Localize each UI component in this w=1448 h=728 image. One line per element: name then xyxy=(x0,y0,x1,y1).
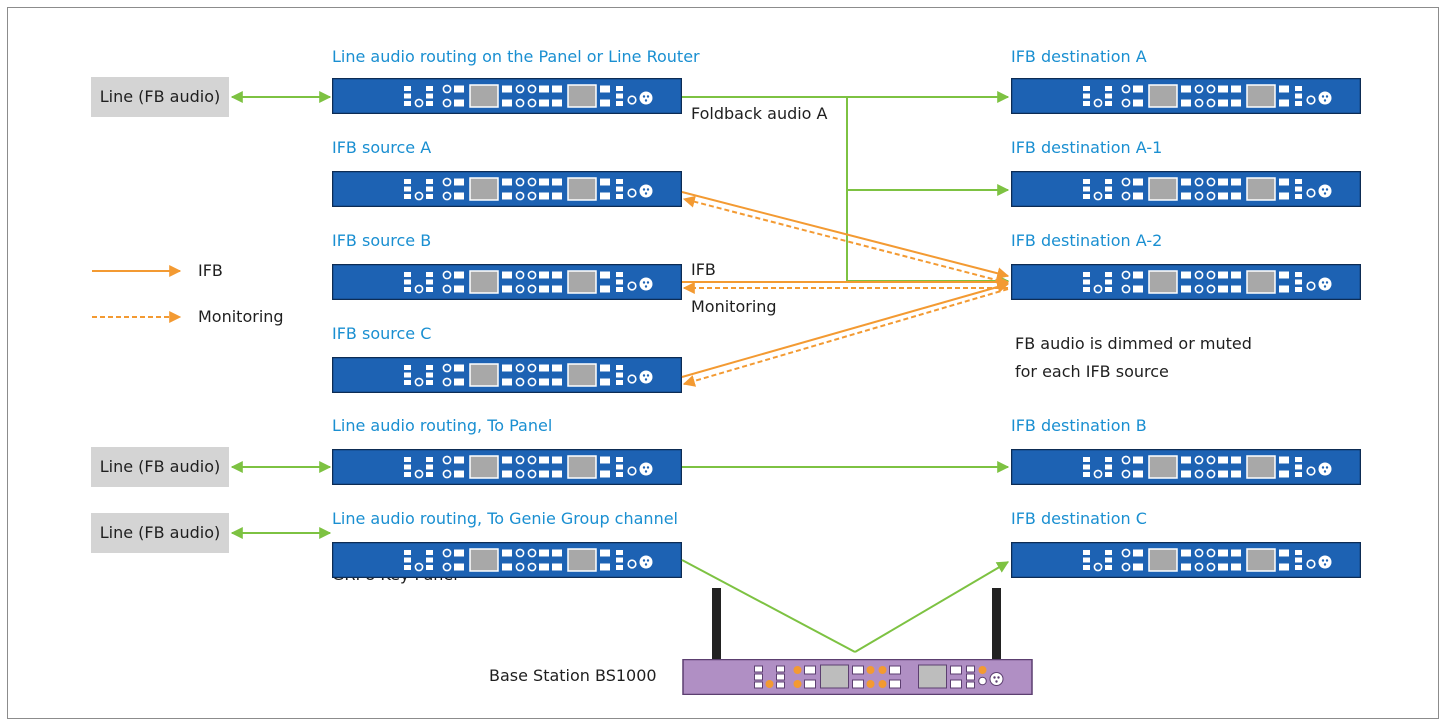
routing-to-panel-label: Line audio routing, To Panel xyxy=(332,416,553,435)
ifb-destination-c-device xyxy=(1011,542,1361,578)
genie-to-base-line xyxy=(681,559,856,653)
ifb-source-b-label: IFB source B xyxy=(332,231,432,250)
ifb-source-a-arrow xyxy=(681,191,1010,280)
legend-ifb-label: IFB xyxy=(198,261,223,280)
base-station-label: Base Station BS1000 xyxy=(489,666,657,685)
ifb-destination-a1-label: IFB destination A-1 xyxy=(1011,138,1163,157)
ifb-destination-a2-device xyxy=(1011,264,1361,300)
foldback-to-dest-a2-arrow xyxy=(846,190,1010,287)
ifb-arrow-label: IFB xyxy=(691,260,716,279)
ifb-destination-a-device xyxy=(1011,78,1361,114)
base-to-dest-c-arrow xyxy=(854,561,1010,653)
ifb-source-c-label: IFB source C xyxy=(332,324,432,343)
legend-monitoring-label: Monitoring xyxy=(198,307,284,326)
foldback-to-dest-a1-arrow xyxy=(846,97,1010,196)
foldback-audio-label: Foldback audio A xyxy=(691,104,828,123)
line-fb-audio-box: Line (FB audio) xyxy=(91,447,229,487)
note-line-1: FB audio is dimmed or muted xyxy=(1015,334,1252,353)
ifb-source-a-device xyxy=(332,171,682,207)
ifb-destination-b-device xyxy=(1011,449,1361,485)
note-line-2: for each IFB source xyxy=(1015,362,1169,381)
ifb-source-c-device xyxy=(332,357,682,393)
antenna-left xyxy=(712,588,721,659)
antenna-right xyxy=(992,588,1001,659)
ifb-source-a-label: IFB source A xyxy=(332,138,432,157)
ifb-destination-a-label: IFB destination A xyxy=(1011,47,1147,66)
monitoring-source-c-arrow xyxy=(682,288,1009,387)
ifb-destination-a1-device xyxy=(1011,171,1361,207)
ifb-source-b-device xyxy=(332,264,682,300)
routing-panel-label: Line audio routing on the Panel or Line … xyxy=(332,47,700,66)
ifb-source-c-arrow xyxy=(681,281,1010,378)
base-station-device xyxy=(682,659,1033,695)
routing-to-genie-label: Line audio routing, To Genie Group chann… xyxy=(332,509,678,528)
line-fb-audio-box: Line (FB audio) xyxy=(91,77,229,117)
line-fb-audio-box: Line (FB audio) xyxy=(91,513,229,553)
ifb-destination-c-label: IFB destination C xyxy=(1011,509,1147,528)
grp8-key-panel-device xyxy=(332,542,682,578)
routing-panel-device xyxy=(332,78,682,114)
to-panel-device xyxy=(332,449,682,485)
monitoring-arrow-label: Monitoring xyxy=(691,297,777,316)
ifb-destination-b-label: IFB destination B xyxy=(1011,416,1147,435)
ifb-destination-a2-label: IFB destination A-2 xyxy=(1011,231,1163,250)
diagram-frame xyxy=(7,7,1439,719)
